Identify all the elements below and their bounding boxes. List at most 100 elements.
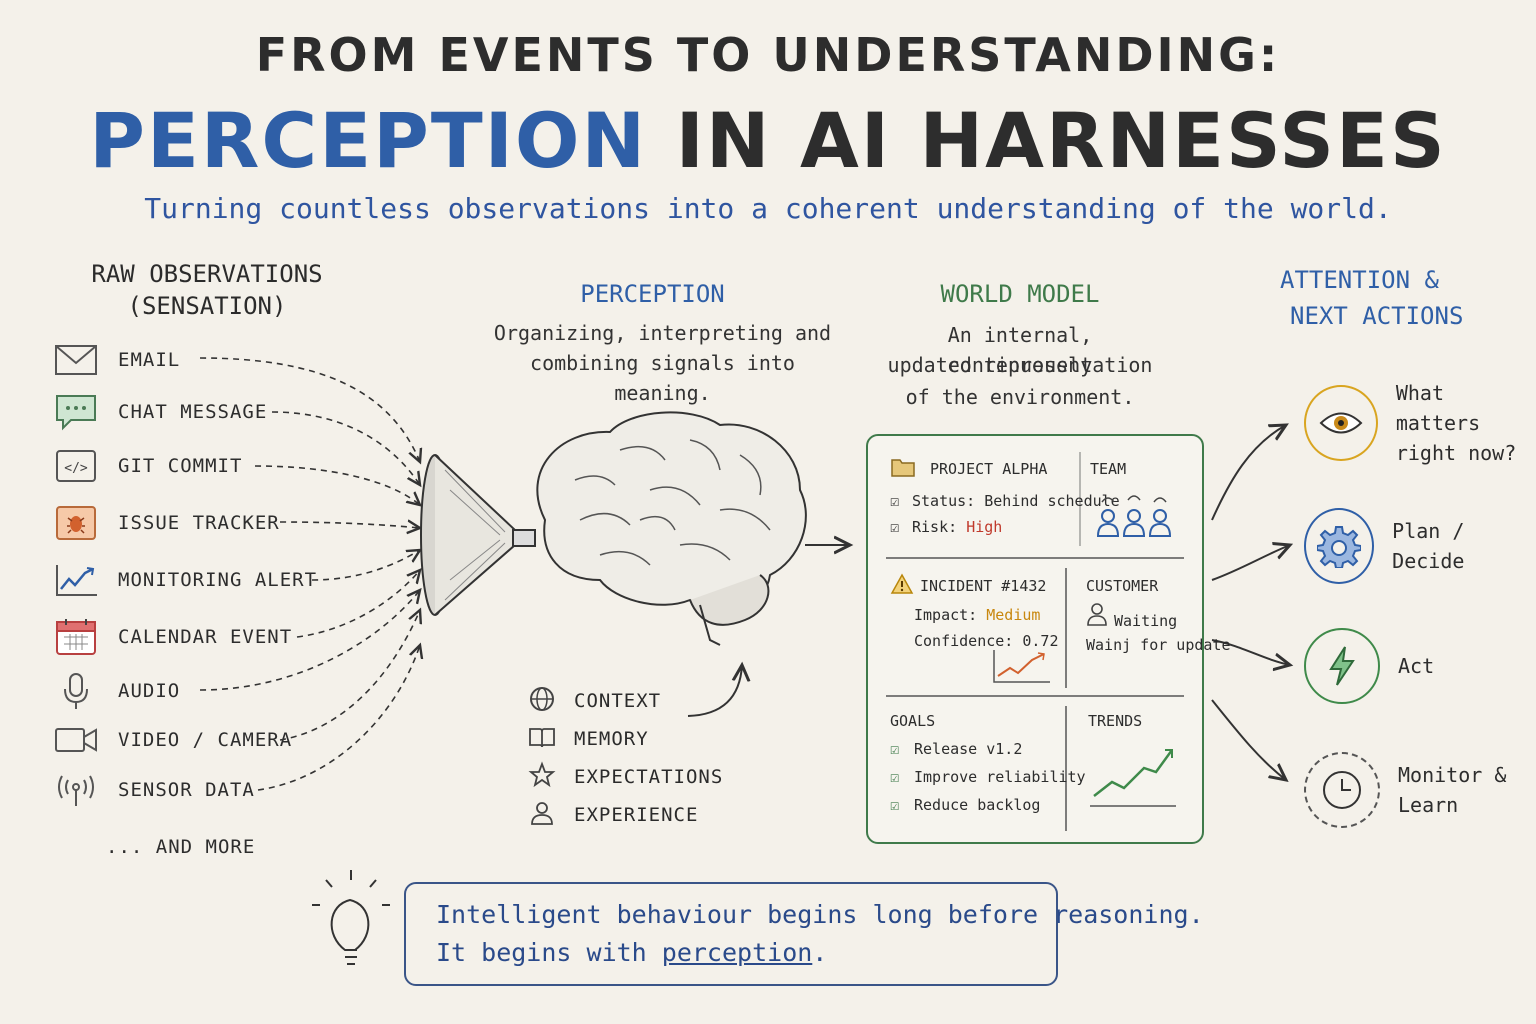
obs-calendar: CALENDAR EVENT [52, 617, 372, 657]
dashed-connectors [199, 357, 420, 791]
action-label: Plan / Decide [1392, 516, 1536, 576]
factor-label: CONTEXT [574, 690, 662, 712]
world-model-desc-2: updated representation [887, 353, 1153, 377]
title-highlight: PERCEPTION [89, 96, 648, 185]
perception-desc-1: Organizing, interpreting and [493, 321, 832, 345]
obs-monitoring: MONITORING ALERT [52, 560, 372, 600]
obs-label: ISSUE TRACKER [118, 512, 280, 534]
checkbox-icon: ☑ [890, 518, 900, 536]
title-rest: IN AI HARNESSES [675, 96, 1447, 185]
perception-desc-2: combining signals into meaning. [530, 351, 795, 405]
action-line-1: Act [1398, 654, 1435, 678]
star-icon [528, 761, 556, 793]
main-title: PERCEPTION IN AI HARNESSES [0, 96, 1536, 185]
action-plan: Plan / Decide [1304, 508, 1536, 584]
action-monitor: Monitor & Learn [1304, 752, 1506, 828]
globe-icon [528, 685, 556, 717]
impact-label: Impact: [914, 606, 978, 624]
factor-label: MEMORY [574, 728, 649, 750]
raw-heading: RAW OBSERVATIONS [91, 260, 323, 288]
customer-note: Wainj for update [1086, 636, 1231, 654]
trends-title: TRENDS [1088, 712, 1143, 730]
goal-item: Improve reliability [914, 768, 1086, 786]
obs-label: CHAT MESSAGE [118, 401, 268, 423]
obs-sensor: SENSOR DATA [52, 770, 372, 810]
obs-label: MONITORING ALERT [118, 569, 318, 591]
chat-bubble-icon [52, 392, 100, 432]
world-model-panel: PROJECT ALPHA ☑ Status: Behind schedule … [866, 434, 1231, 844]
eye-icon [1304, 385, 1378, 461]
checkbox-icon: ☑ [890, 740, 900, 758]
folder-icon [890, 456, 916, 482]
incident-trend-icon [988, 646, 1054, 690]
antenna-icon [52, 770, 100, 810]
obs-git: </> GIT COMMIT [52, 446, 372, 486]
line-chart-icon [52, 560, 100, 600]
raw-subheading: (SENSATION) [127, 292, 287, 320]
goal-item: Reduce backlog [914, 796, 1041, 814]
factor-experience: EXPERIENCE [528, 798, 723, 832]
incident-title: INCIDENT #1432 [920, 577, 1047, 595]
factor-label: EXPECTATIONS [574, 766, 724, 788]
checkbox-icon: ☑ [890, 796, 900, 814]
project-status: Status: Behind schedule [912, 492, 1120, 510]
actions-heading-2: NEXT ACTIONS [1290, 302, 1464, 330]
world-model-desc-1: An internal, continuously [947, 323, 1093, 377]
action-attention: What matters right now? [1304, 378, 1536, 468]
action-label: Monitor & Learn [1398, 760, 1506, 820]
perception-heading: PERCEPTION [580, 280, 725, 308]
book-icon [528, 723, 556, 755]
project-risk: Risk: High [912, 518, 1002, 536]
goals-title: GOALS [890, 712, 936, 730]
title-line-1: FROM EVENTS TO UNDERSTANDING: [255, 28, 1281, 82]
gear-icon [1304, 508, 1375, 584]
quote-prefix: It begins with [436, 938, 662, 967]
impact-value: Medium [986, 606, 1041, 624]
video-camera-icon [52, 720, 100, 760]
action-label: Act [1398, 651, 1434, 681]
envelope-icon [52, 340, 100, 380]
quote-line-1: Intelligent behaviour begins long before… [436, 900, 1204, 929]
obs-label: AUDIO [118, 680, 181, 702]
quote-box: Intelligent behaviour begins long before… [404, 882, 1204, 986]
perception-factors: CONTEXT MEMORY EXPECTATIONS EXPERIENCE [528, 684, 723, 832]
world-model-heading: WORLD MODEL [940, 280, 1100, 308]
code-icon: </> [52, 446, 100, 486]
lightning-icon [1304, 628, 1380, 704]
svg-text:</>: </> [64, 461, 88, 476]
brain-icon [536, 411, 807, 646]
actions-heading-1: ATTENTION & [1280, 266, 1439, 294]
obs-label: SENSOR DATA [118, 779, 255, 801]
checkbox-icon: ☑ [890, 492, 900, 510]
customer-title: CUSTOMER [1086, 577, 1159, 595]
funnel-icon [420, 454, 536, 616]
warning-icon [890, 573, 914, 599]
obs-label: GIT COMMIT [118, 455, 243, 477]
microphone-icon [52, 671, 100, 711]
customer-person-icon [1086, 602, 1108, 630]
checkbox-icon: ☑ [890, 768, 900, 786]
goal-item: Release v1.2 [914, 740, 1023, 758]
factor-memory: MEMORY [528, 722, 723, 756]
quote-line-2: It begins with perception. [436, 938, 827, 967]
obs-label: CALENDAR EVENT [118, 626, 293, 648]
action-line-2: right now? [1395, 441, 1517, 465]
action-line-1: What matters [1395, 381, 1481, 435]
obs-video: VIDEO / CAMERA [52, 720, 372, 760]
action-line-2: Learn [1398, 793, 1459, 817]
obs-email: EMAIL [52, 340, 372, 380]
panel-dividers [886, 452, 1184, 831]
customer-status: Waiting [1114, 612, 1178, 630]
action-act: Act [1304, 628, 1434, 704]
team-title: TEAM [1090, 460, 1127, 478]
obs-issue: ISSUE TRACKER [52, 503, 372, 543]
lightbulb-icon [312, 870, 390, 965]
risk-label: Risk: [912, 518, 958, 536]
quote-emphasis: perception [661, 938, 813, 967]
world-model-desc-3: of the environment. [905, 385, 1135, 409]
factor-expectations: EXPECTATIONS [528, 760, 723, 794]
person-icon [528, 799, 556, 831]
subtitle: Turning countless observations into a co… [144, 192, 1392, 225]
action-label: What matters right now? [1396, 378, 1536, 468]
